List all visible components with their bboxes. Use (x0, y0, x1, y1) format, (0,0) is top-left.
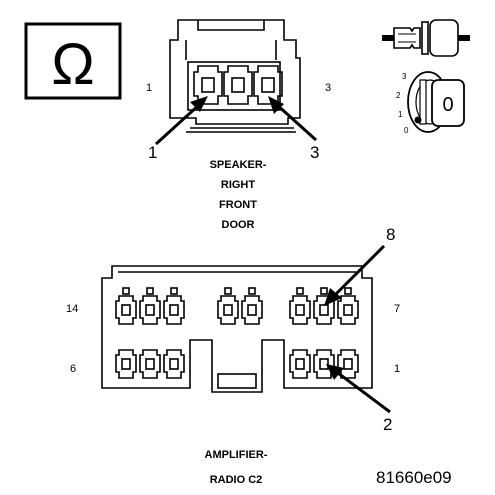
amp-latch-bump (248, 287, 256, 295)
amp-pin-label-14: 14 (66, 303, 78, 315)
amp-terminal-top-8 (337, 295, 359, 325)
speaker-caption-line-2: RIGHT (221, 179, 256, 191)
callout-arrow-speaker-3 (268, 96, 318, 142)
amp-terminal-top-5 (241, 295, 263, 325)
speaker-caption-line-4: DOOR (222, 219, 255, 231)
amp-latch-bump (296, 287, 304, 295)
speaker-terminal-1 (193, 65, 223, 105)
amp-caption-line-2: RADIO C2 (210, 474, 263, 486)
callout-arrow-speaker-1 (154, 96, 208, 146)
speaker-caption-line-3: FRONT (219, 199, 257, 211)
amp-terminal-bottom-5 (313, 349, 335, 379)
amp-terminal-top-4 (217, 295, 239, 325)
speaker-caption-line-1: SPEAKER- (210, 159, 267, 171)
key-position-0: 0 (404, 126, 409, 135)
speaker-terminal-2 (223, 65, 253, 105)
speaker-connector: 1 3 1 3 SPEAKER- RIGHT FRONT DOOR (146, 19, 331, 231)
amplifier-caption: AMPLIFIER- RADIO C2 (205, 449, 268, 486)
amp-pin-label-7: 7 (394, 303, 400, 315)
amplifier-connector: 14 7 6 1 8 2 AMPLIFIER- RADIO C2 (66, 225, 400, 486)
amp-latch-bump (170, 287, 178, 295)
speaker-side-label-1: 1 (146, 82, 152, 94)
amp-terminal-top-6 (289, 295, 311, 325)
callout-arrow-amp-8 (324, 244, 386, 306)
amp-terminal-top-2 (139, 295, 161, 325)
key-label: 0 (442, 94, 453, 116)
amp-top-row-terminals (115, 287, 359, 325)
amp-latch-bump (146, 287, 154, 295)
amp-latch-bump (344, 287, 352, 295)
amp-latch-bump (122, 287, 130, 295)
amp-pin-label-1: 1 (394, 363, 400, 375)
amp-pin-label-6: 6 (70, 363, 76, 375)
key-insert-icon (382, 19, 470, 57)
callout-label-1: 1 (148, 143, 157, 162)
callout-label-2: 2 (383, 415, 392, 434)
key-position-2: 2 (396, 91, 401, 100)
amp-terminal-bottom-2 (139, 349, 161, 379)
amp-terminal-bottom-3 (163, 349, 185, 379)
figure-id: 81660e09 (376, 468, 452, 487)
ignition-key-icon: 3 2 1 0 0 (382, 19, 470, 135)
amp-latch-bump (320, 287, 328, 295)
speaker-side-label-3: 3 (325, 82, 331, 94)
amp-latch-bump (224, 287, 232, 295)
amp-bottom-row-terminals (115, 349, 359, 379)
speaker-terminal-3 (253, 65, 283, 105)
amp-caption-line-1: AMPLIFIER- (205, 449, 268, 461)
speaker-caption: SPEAKER- RIGHT FRONT DOOR (210, 159, 267, 231)
amp-terminal-bottom-6 (337, 349, 359, 379)
callout-label-8: 8 (386, 225, 395, 244)
ohm-icon: Ω (51, 32, 94, 97)
amp-terminal-bottom-4 (289, 349, 311, 379)
amp-terminal-bottom-1 (115, 349, 137, 379)
ohmmeter-symbol: Ω (24, 22, 122, 100)
callout-label-3: 3 (310, 143, 319, 162)
amp-terminal-top-1 (115, 295, 137, 325)
key-position-3: 3 (402, 72, 407, 81)
key-cylinder-icon: 3 2 1 0 0 (396, 71, 465, 135)
callout-arrow-amp-2 (326, 364, 391, 414)
amp-terminal-top-3 (163, 295, 185, 325)
key-position-1: 1 (398, 110, 403, 119)
